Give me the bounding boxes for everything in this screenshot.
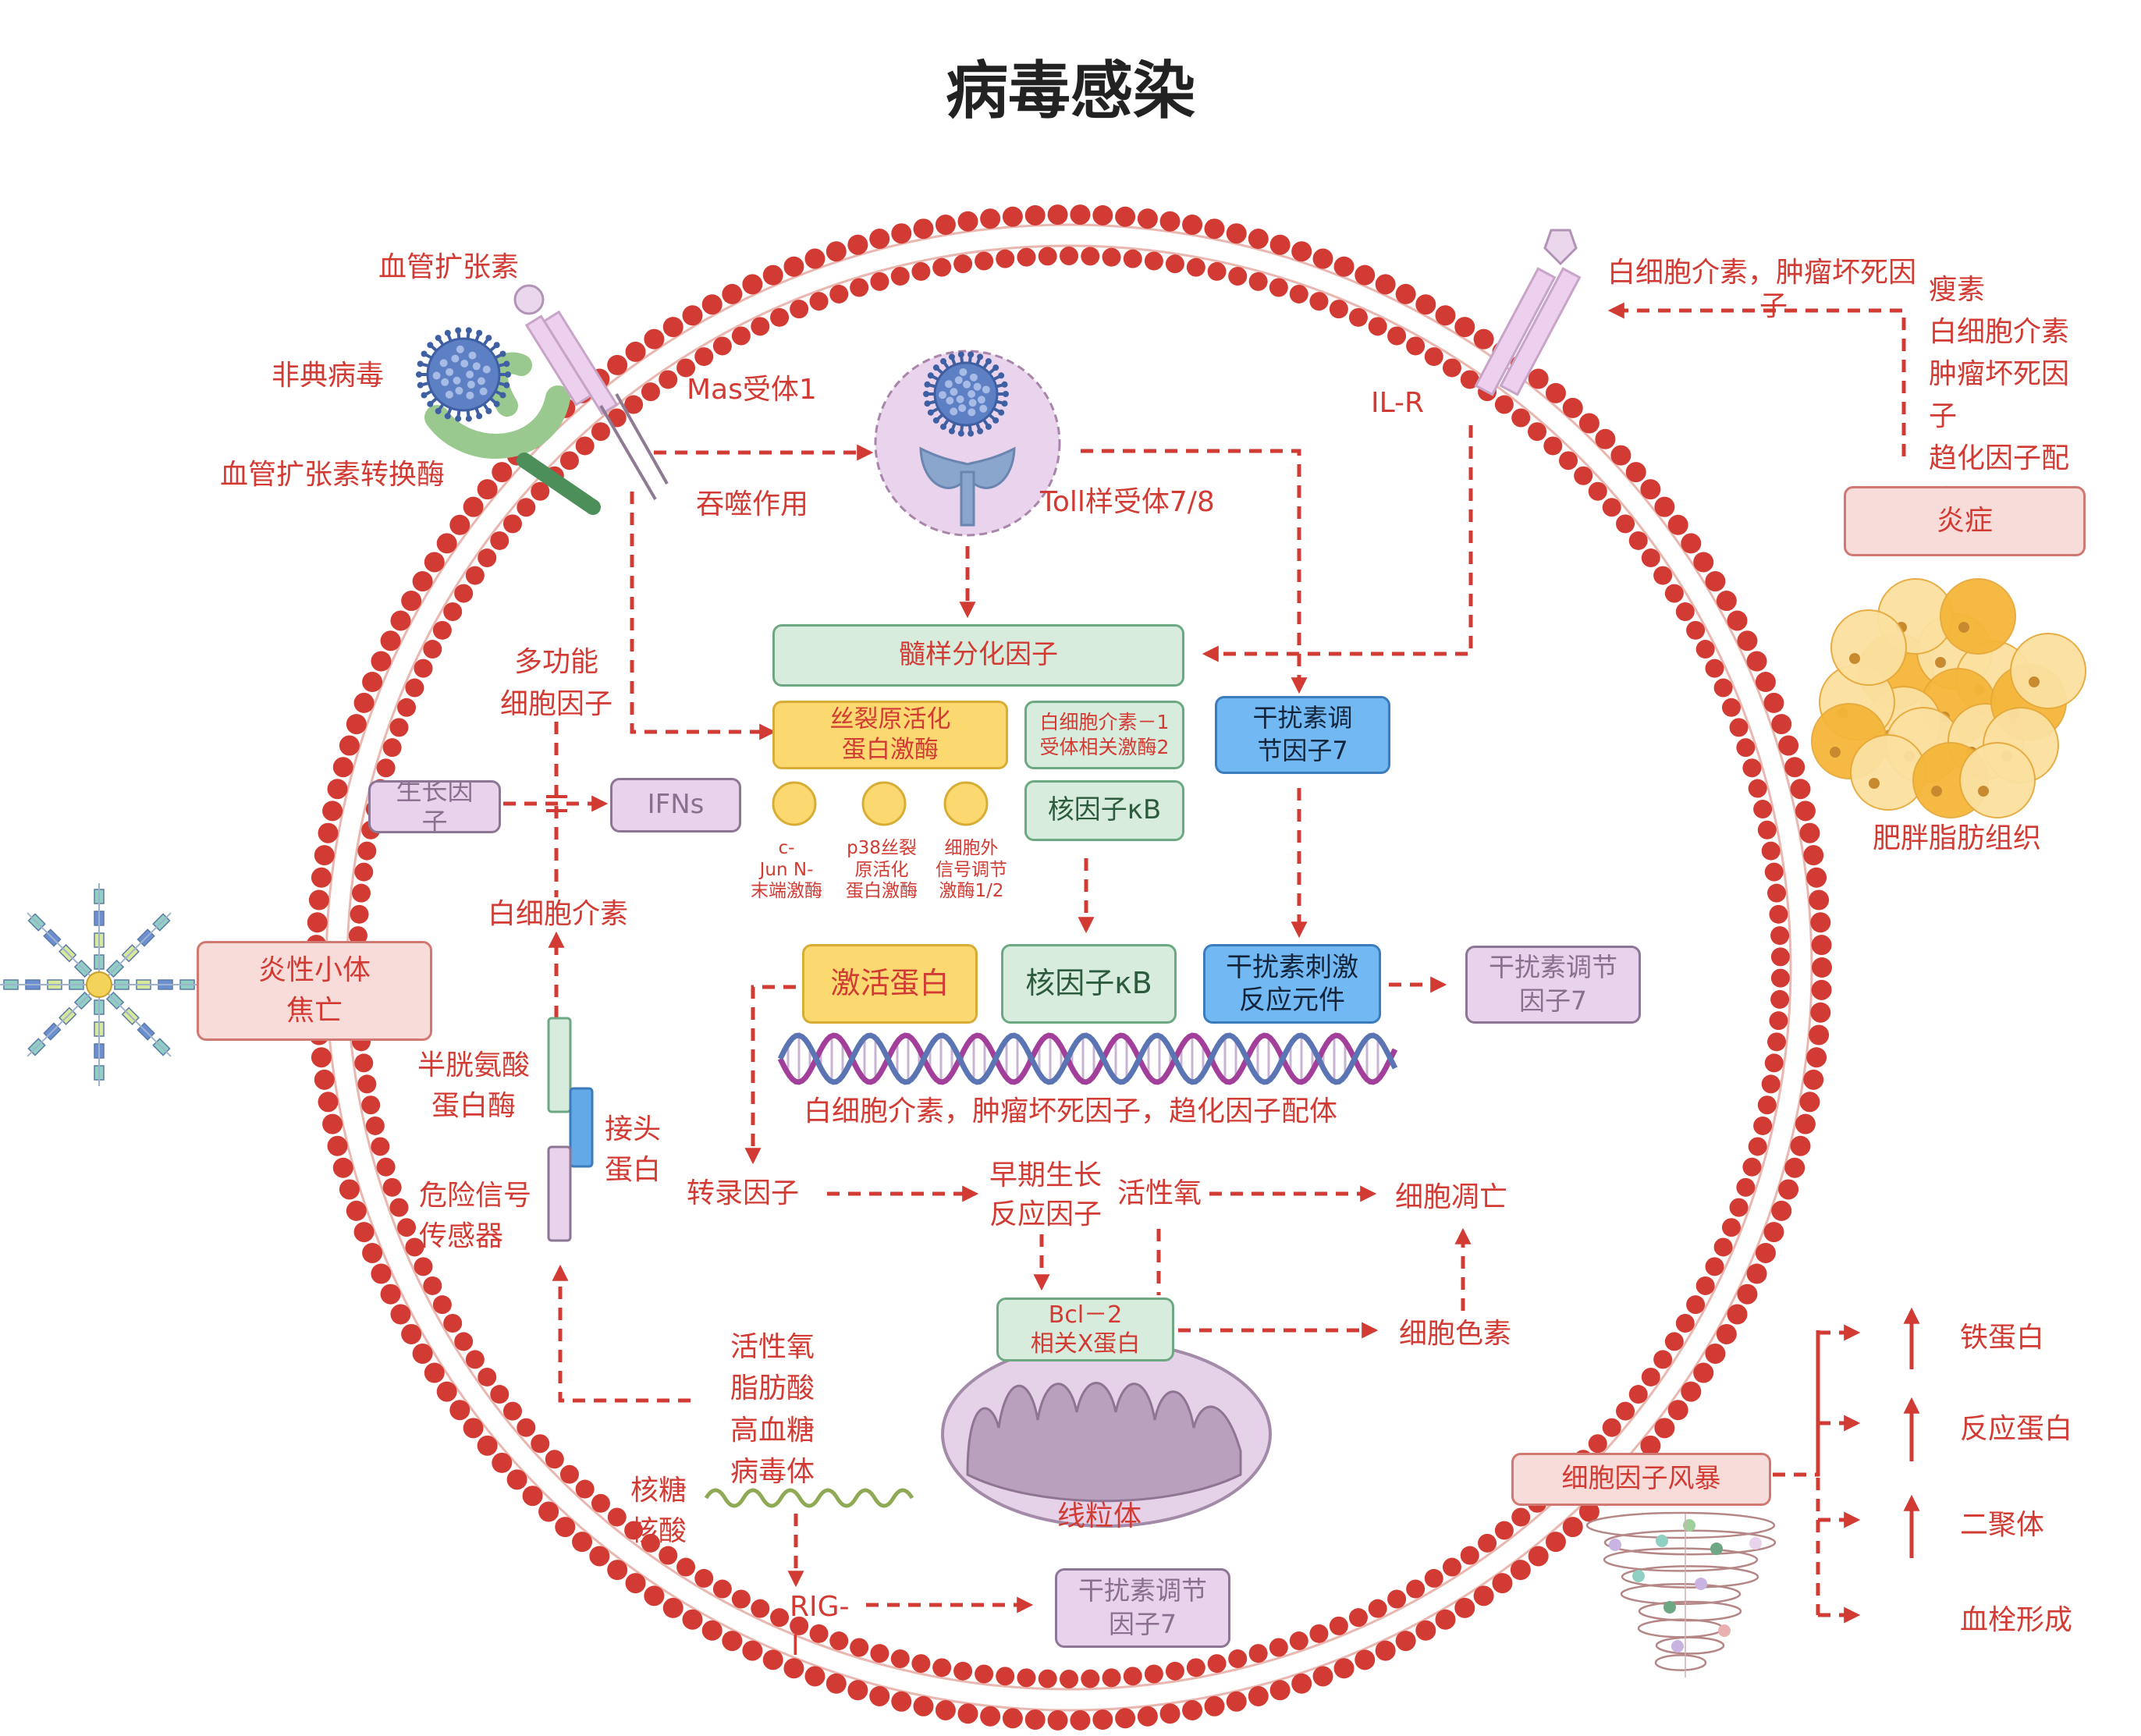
box-isre: 干扰素刺激 反应元件 — [1203, 944, 1381, 1024]
mas-receptor — [524, 310, 669, 501]
line-storm — [1773, 1330, 1820, 1615]
caspase-bar — [547, 1017, 572, 1113]
endosome-virus — [923, 351, 1009, 437]
box-irf7-lower: 干扰素调节 因子7 — [1055, 1568, 1230, 1648]
arrow-tlr-to-irf7 — [1081, 449, 1308, 694]
box-bax: Bcl－2 相关X蛋白 — [996, 1298, 1174, 1361]
arrow-ap1-to-tf — [744, 985, 796, 1165]
label-mas: Mas受体1 — [687, 374, 817, 406]
il-receptor — [1474, 229, 1582, 396]
label-jnk: c- Jun N- 末端激酶 — [751, 838, 822, 902]
arrow-phago-to-mapk — [630, 492, 776, 740]
label-angiotensin: 血管扩张素 — [378, 251, 520, 283]
box-ifns: IFNs — [610, 778, 741, 832]
box-inflammasome: 炎性小体 焦亡 — [197, 941, 432, 1041]
label-erk: 细胞外 信号调节 激酶1/2 — [936, 838, 1007, 902]
label-egr: 早期生长 反应因子 — [989, 1159, 1102, 1231]
label-ferritin: 铁蛋白 — [1960, 1322, 2045, 1354]
box-ap1: 激活蛋白 — [802, 944, 978, 1024]
label-ilr: IL-R — [1371, 387, 1425, 419]
label-multifunctional-cytokine: 多功能 细胞因子 — [499, 646, 613, 720]
label-transcription-factor: 转录因子 — [687, 1177, 800, 1209]
pathway-arrows — [503, 302, 1906, 1624]
label-phagocytosis: 吞噬作用 — [696, 488, 809, 520]
label-caspase: 半胱氨酸 蛋白酶 — [417, 1049, 531, 1123]
box-nfkb-lower: 核因子κB — [1001, 944, 1177, 1024]
label-dna-products: 白细胞介素，肿瘤坏死因子，趋化因子配体 — [804, 1095, 1338, 1127]
page-title: 病毒感染 — [946, 55, 1195, 127]
inflammasome-components — [547, 1017, 594, 1242]
label-ace: 血管扩张素转换酶 — [220, 459, 446, 491]
label-tlr: Toll样受体7/8 — [1040, 486, 1215, 518]
label-p38: p38丝裂 原活化 蛋白激酶 — [846, 838, 918, 902]
label-obesity-factors: 瘦素 白细胞介素 肿瘤坏死因 子 趋化因子配 体 — [1929, 274, 2070, 517]
label-rig-i: I — [791, 1630, 800, 1662]
box-inflammation: 炎症 — [1844, 486, 2086, 556]
label-dimer: 二聚体 — [1960, 1509, 2045, 1541]
label-thrombosis: 血栓形成 — [1960, 1604, 2073, 1636]
label-stress-signals: 活性氧 脂肪酸 高血糖 病毒体 — [730, 1331, 815, 1488]
label-il-tnf: 白细胞介素，肿瘤坏死因 子 — [1607, 257, 1917, 323]
box-irf7-right: 干扰素调节 因子7 — [1465, 946, 1641, 1024]
label-adapter: 接头 蛋白 — [605, 1113, 662, 1187]
mitochondrion — [941, 1340, 1272, 1528]
box-growth-factor: 生长因 子 — [368, 780, 501, 833]
arrow-stress-to-danger — [552, 1264, 691, 1403]
label-mitochondrion: 线粒体 — [1057, 1500, 1142, 1532]
box-mapk: 丝裂原活化 蛋白激酶 — [772, 701, 1008, 769]
box-nfkb-upper: 核因子κB — [1024, 780, 1184, 841]
label-rig: RIG- — [790, 1591, 850, 1623]
label-danger-sensor: 危险信号 传感器 — [419, 1180, 532, 1253]
label-apoptosis: 细胞凋亡 — [1395, 1181, 1508, 1213]
label-ros: 活性氧 — [1117, 1177, 1202, 1209]
adipose-tissue — [1811, 578, 2086, 818]
endosome — [874, 350, 1061, 537]
box-myd88: 髓样分化因子 — [772, 624, 1184, 687]
box-irf7-upper: 干扰素调 节因子7 — [1215, 696, 1390, 774]
label-rna: 核糖 核酸 — [630, 1475, 687, 1548]
label-obese-tissue: 肥胖脂肪组织 — [1873, 822, 2042, 854]
inhibit-mark — [546, 795, 567, 812]
adapter-bar — [569, 1087, 594, 1168]
box-irak: 白细胞介素－1 受体相关激酶2 — [1024, 701, 1184, 769]
p38-circle — [861, 781, 907, 826]
tlr-receptor — [919, 446, 1016, 489]
arrow-ilr-to-myd88 — [1202, 425, 1473, 662]
sensor-bar — [547, 1145, 572, 1242]
rna-strand — [704, 1488, 914, 1508]
erk-circle — [943, 781, 989, 826]
inflammasome-structure — [0, 883, 201, 1086]
label-sars: 非典病毒 — [272, 360, 385, 392]
box-cytokine-storm: 细胞因子风暴 — [1511, 1453, 1771, 1506]
dna-helix — [777, 1032, 1398, 1085]
mapk-circles — [772, 781, 989, 826]
label-cytochrome: 细胞色素 — [1399, 1318, 1512, 1350]
angiotensin-molecule — [513, 284, 545, 315]
label-crp: 反应蛋白 — [1960, 1413, 2073, 1445]
arrow-obesity-to-il — [1607, 302, 1906, 456]
cytokine-storm-tornado — [1585, 1511, 1777, 1677]
sars-virus — [416, 327, 511, 422]
label-interleukin: 白细胞介素 — [487, 898, 629, 930]
jnk-circle — [772, 781, 817, 826]
